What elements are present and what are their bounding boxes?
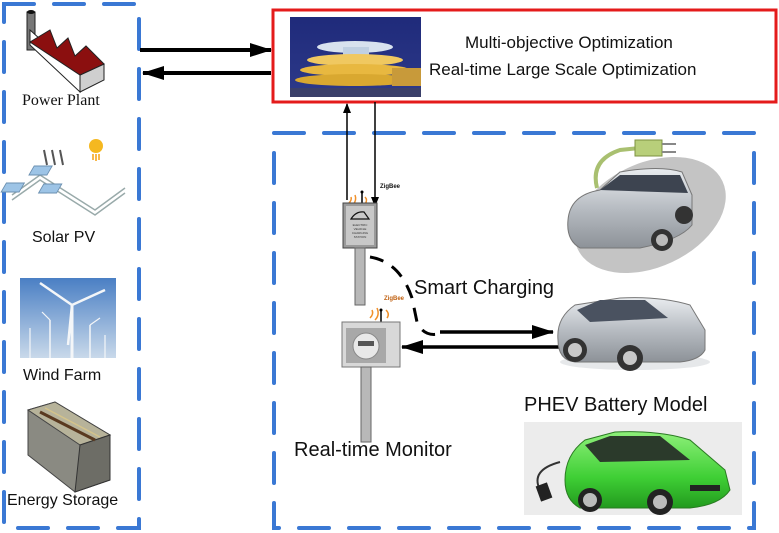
- power-plant-icon: [26, 10, 105, 94]
- real-time-monitor-label: Real-time Monitor: [294, 439, 452, 461]
- zigbee-label-station: ZigBee: [380, 184, 401, 190]
- control-center-image: [290, 17, 421, 97]
- energy-storage-icon: [26, 401, 112, 493]
- charging-station-sign: ELECTRIC VEHICLE CHARGING STATION: [351, 223, 369, 239]
- wind-farm-label: Wind Farm: [23, 367, 102, 384]
- plugin-car-image: [567, 139, 726, 274]
- smart-charging-link: [369, 255, 446, 336]
- wind-farm-icon: [20, 278, 116, 358]
- optimizer-line1: Multi-objective Optimization: [465, 33, 673, 52]
- phev-car-image: [557, 297, 710, 371]
- optimizer-line2: Real-time Large Scale Optimization: [429, 60, 697, 79]
- charging-panel-border: [272, 131, 756, 530]
- charging-station-icon: [342, 190, 378, 306]
- solar-pv-label: Solar PV: [32, 229, 96, 246]
- solar-pv-icon: [0, 139, 126, 216]
- sources-panel-border: [2, 2, 141, 530]
- phev-battery-model-label: PHEV Battery Model: [524, 394, 708, 416]
- power-plant-label: Power Plant: [22, 92, 100, 109]
- energy-storage-label: Energy Storage: [7, 492, 119, 509]
- smart-meter-icon: [341, 307, 401, 443]
- battery-model-car-image: [524, 422, 742, 515]
- smart-charging-label: Smart Charging: [414, 277, 555, 299]
- zigbee-label-meter: ZigBee: [384, 296, 405, 302]
